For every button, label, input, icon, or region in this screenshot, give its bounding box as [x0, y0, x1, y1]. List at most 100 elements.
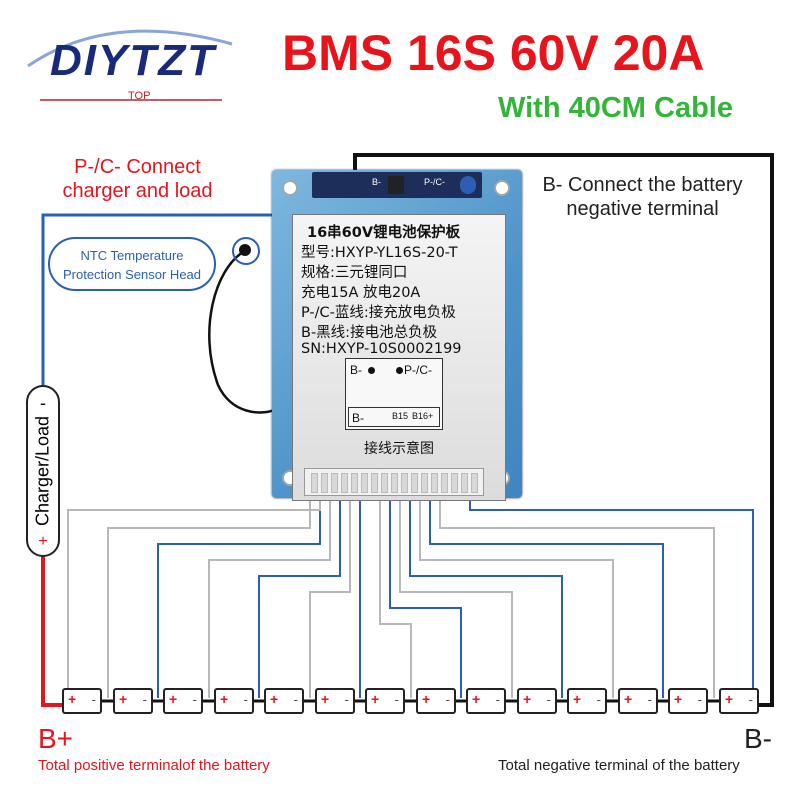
balance-wires	[67, 496, 754, 703]
charger-load-label: - Charger/Load +	[26, 385, 60, 557]
dg-b15: B15	[392, 411, 409, 421]
cell-plus-symbol: +	[68, 691, 77, 707]
connector-pin	[391, 473, 398, 493]
battery-cell: +-	[214, 688, 254, 714]
dg-b-bottom: B-	[352, 411, 364, 425]
cell-plus-symbol: +	[169, 691, 178, 707]
board-terminal-p-pad	[460, 176, 476, 194]
balance-wire	[429, 496, 664, 698]
ntc-highlight-circle	[232, 237, 260, 265]
balance-wire	[409, 496, 563, 698]
balance-wire	[419, 496, 614, 698]
connector-pin	[471, 473, 478, 493]
charger-minus: -	[40, 393, 46, 413]
b-plus-label: B+	[38, 723, 74, 754]
cell-plus-symbol: +	[321, 691, 330, 707]
battery-cell: +-	[315, 688, 355, 714]
pc-connect-note: P-/C- Connect charger and load	[40, 155, 235, 203]
connector-pin	[421, 473, 428, 493]
cell-plus-symbol: +	[119, 691, 128, 707]
b-minus-note: B- Connect the battery negative terminal	[530, 173, 755, 221]
page-subtitle: With 40CM Cable	[498, 92, 733, 124]
balance-wire	[208, 496, 331, 698]
ntc-callout: NTC Temperature Protection Sensor Head	[48, 237, 216, 291]
bms-board: B- P-/C- 16串60V锂电池保护板 型号:HXYP-YL16S-20-T…	[272, 170, 522, 501]
cell-plus-symbol: +	[725, 691, 734, 707]
dg-b-minus: B-	[350, 363, 362, 377]
cell-plus-symbol: +	[220, 691, 229, 707]
cell-minus-symbol: -	[293, 692, 298, 707]
ntc-line-2: Protection Sensor Head	[62, 267, 202, 282]
battery-cell: +-	[264, 688, 304, 714]
connector-pin	[431, 473, 438, 493]
spec-line: 16串60V锂电池保护板	[307, 225, 461, 241]
connector-pin	[441, 473, 448, 493]
cell-minus-symbol: -	[344, 692, 349, 707]
cell-minus-symbol: -	[596, 692, 601, 707]
battery-cell: +-	[113, 688, 153, 714]
board-spec-label: 16串60V锂电池保护板 型号:HXYP-YL16S-20-T 规格:三元锂同口…	[292, 214, 506, 501]
cell-minus-symbol: -	[445, 692, 450, 707]
logo-sub: TOP	[128, 90, 151, 102]
dg-connector-box	[348, 407, 440, 427]
dg-dot	[396, 367, 403, 374]
dg-pc: P-/C-	[404, 363, 432, 377]
spec-line: 充电15A 放电20A	[301, 285, 421, 301]
cell-minus-symbol: -	[647, 692, 652, 707]
mount-hole	[282, 180, 298, 196]
cell-minus-symbol: -	[748, 692, 753, 707]
cell-plus-symbol: +	[270, 691, 279, 707]
battery-cell: +-	[466, 688, 506, 714]
cell-plus-symbol: +	[624, 691, 633, 707]
battery-cell: +-	[719, 688, 759, 714]
cell-minus-symbol: -	[697, 692, 702, 707]
cell-minus-symbol: -	[91, 692, 96, 707]
balance-wire-end	[469, 496, 754, 688]
b-minus-wire	[353, 153, 774, 707]
ntc-line-1: NTC Temperature	[80, 248, 184, 263]
connector-pin	[411, 473, 418, 493]
balance-wire	[379, 496, 412, 698]
cell-minus-symbol: -	[243, 692, 248, 707]
connector-pin	[321, 473, 328, 493]
connector-pin	[351, 473, 358, 493]
spec-line: B-黑线:接电池总负极	[301, 325, 438, 341]
connector-pin	[331, 473, 338, 493]
battery-cell: +-	[567, 688, 607, 714]
positive-wire	[41, 555, 62, 707]
bneg-note-line-1: B- Connect the battery	[542, 174, 743, 196]
battery-cell: +-	[668, 688, 708, 714]
cell-plus-symbol: +	[674, 691, 683, 707]
battery-cell: +-	[618, 688, 658, 714]
connector-pin	[381, 473, 388, 493]
positive-terminal-note: Total positive terminalof the battery	[38, 757, 270, 774]
pc-note-line-1: P-/C- Connect	[74, 156, 201, 178]
b-minus-label: B-	[744, 723, 772, 754]
negative-terminal-note: Total negative terminal of the battery	[498, 757, 740, 774]
board-terminal-b-pad	[388, 176, 404, 194]
pc-note-line-2: charger and load	[62, 180, 213, 202]
battery-cell: +-	[62, 688, 102, 714]
balance-wire-end	[67, 496, 321, 688]
board-terminal-b: B-	[372, 177, 381, 187]
page-title: BMS 16S 60V 20A	[282, 25, 705, 81]
dg-b16: B16+	[412, 411, 434, 421]
connector-pin	[371, 473, 378, 493]
charger-text: Charger/Load	[32, 415, 53, 527]
cell-minus-symbol: -	[142, 692, 147, 707]
spec-line: SN:HXYP-10S0002199	[301, 341, 462, 357]
battery-cell: +-	[416, 688, 456, 714]
connector-pin	[461, 473, 468, 493]
ntc-cable	[208, 250, 275, 414]
spec-line: 型号:HXYP-YL16S-20-T	[301, 245, 458, 261]
mount-hole	[494, 180, 510, 196]
balance-wire	[309, 496, 351, 698]
cell-minus-symbol: -	[192, 692, 197, 707]
cell-plus-symbol: +	[573, 691, 582, 707]
battery-cell: +-	[163, 688, 203, 714]
cell-plus-symbol: +	[472, 691, 481, 707]
balance-wire	[439, 496, 715, 698]
bneg-note-line-2: negative terminal	[566, 198, 719, 220]
brand-logo: DIYTZT TOP	[20, 28, 240, 108]
